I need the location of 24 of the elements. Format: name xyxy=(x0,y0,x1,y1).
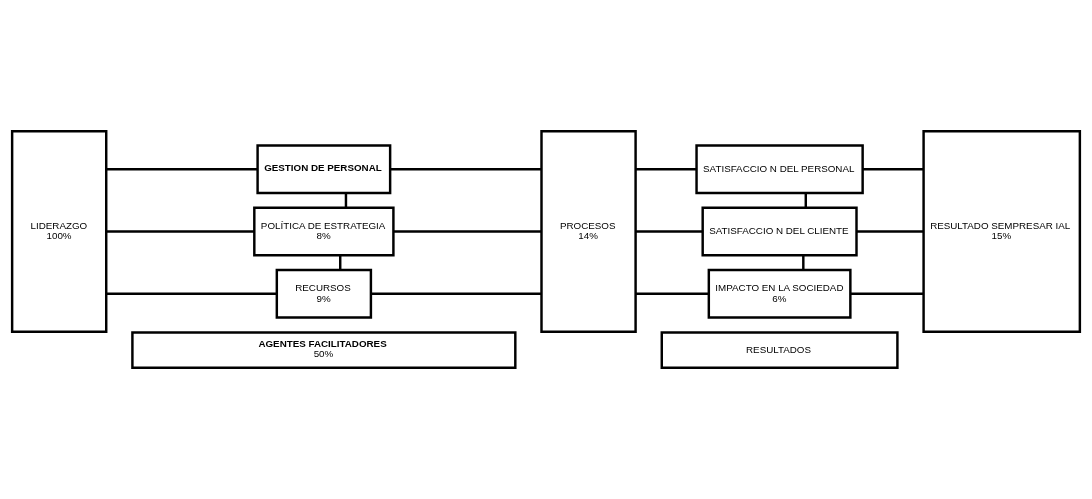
connector xyxy=(802,255,805,270)
connector xyxy=(635,230,703,233)
node-box: RESULTADO SEMPRESAR IAL 15% xyxy=(922,130,1082,333)
connector xyxy=(371,292,542,295)
node-box: RECURSOS 9% xyxy=(275,268,373,319)
node-box: POLÍTICA DE ESTRATEGIA 8% xyxy=(253,206,395,257)
connector xyxy=(635,292,709,295)
node-box: SATISFACCIO N DEL PERSONAL xyxy=(695,144,864,195)
connector xyxy=(635,168,697,171)
node-box: IMPACTO EN LA SOCIEDAD 6% xyxy=(707,268,852,319)
node-box: AGENTES FACILITADORES 50% xyxy=(131,331,517,369)
connector xyxy=(106,230,255,233)
connector xyxy=(390,168,542,171)
node-box: SATISFACCIO N DEL CLIENTE xyxy=(701,206,858,257)
node-box: PROCESOS 14% xyxy=(540,130,637,333)
node-box: GESTION DE PERSONAL xyxy=(256,144,392,195)
connector xyxy=(850,292,924,295)
node-box: LIDERAZGO 100% xyxy=(10,130,108,333)
connector xyxy=(106,292,277,295)
node-box: RESULTADOS xyxy=(660,331,899,369)
connector xyxy=(862,168,924,171)
connector xyxy=(856,230,924,233)
connector xyxy=(106,168,258,171)
connector xyxy=(393,230,542,233)
